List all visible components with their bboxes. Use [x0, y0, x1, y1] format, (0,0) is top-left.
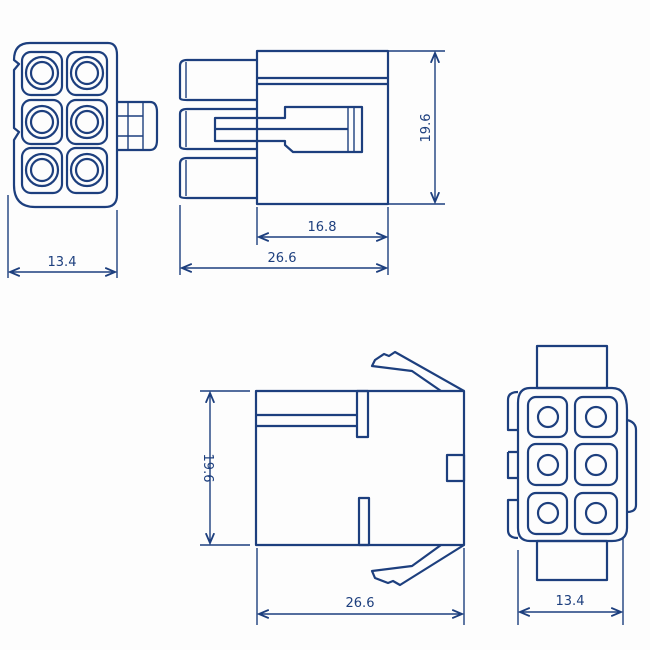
top-side-view: 19.6 16.8 26.6 [178, 49, 445, 275]
dim-top-front-width: 13.4 [48, 255, 77, 270]
cavity-grid [20, 50, 109, 195]
dim-top-total-length: 26.6 [268, 251, 297, 266]
dim-top-body-length: 16.8 [308, 220, 337, 235]
top-front-view: 13.4 [7, 41, 159, 278]
dim-bottom-front-width: 13.4 [556, 594, 585, 609]
bottom-front-view: 13.4 [506, 344, 638, 625]
bottom-side-view: 19.6 26.6 [200, 350, 466, 625]
dim-bottom-total-length: 26.6 [346, 596, 375, 611]
dim-bottom-side-height: 19.6 [200, 454, 215, 483]
dim-top-side-height: 19.6 [419, 114, 434, 143]
